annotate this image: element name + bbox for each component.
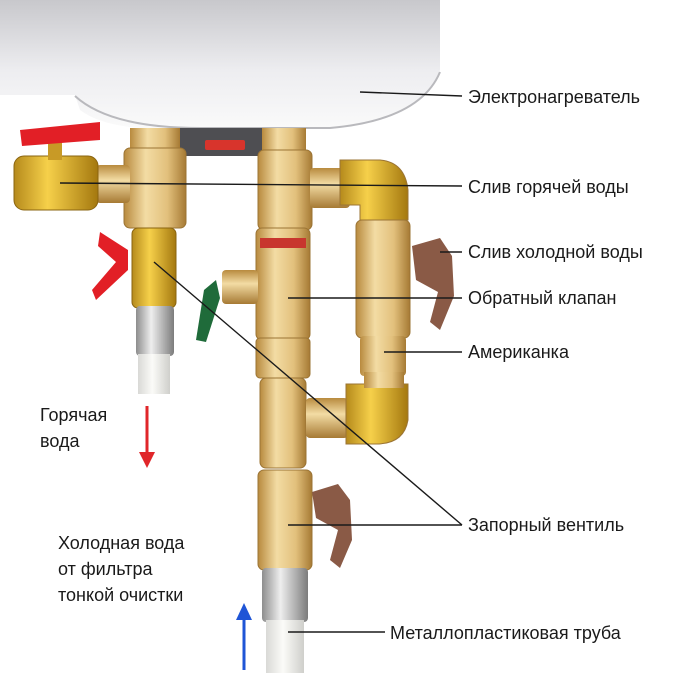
leader-shutoff-left	[153, 261, 463, 526]
leader-heater	[359, 91, 463, 97]
leader-lines	[59, 91, 463, 633]
cold-water-arrow	[236, 603, 252, 670]
leader-hot-drain	[59, 182, 463, 187]
label-pipe: Металлопластиковая труба	[390, 623, 621, 643]
cold-water-line-1: Холодная вода	[58, 533, 185, 553]
hot-water-line-1: Горячая	[40, 405, 108, 425]
label-check-valve: Обратный клапан	[468, 288, 617, 308]
label-union: Американка	[468, 342, 569, 362]
hot-water-text: Горячая вода	[40, 402, 107, 454]
hot-water-branch	[13, 122, 187, 394]
hot-water-arrow	[139, 406, 155, 468]
cold-water-line-2: от фильтра	[58, 559, 153, 579]
label-cold-drain: Слив холодной воды	[468, 242, 643, 262]
cold-drain-branch	[345, 219, 454, 445]
cold-water-line-3: тонкой очистки	[58, 585, 184, 605]
cold-water-text: Холодная вода от фильтра тонкой очистки	[58, 530, 184, 608]
hot-water-line-2: вода	[40, 431, 80, 451]
label-shutoff-valve: Запорный вентиль	[468, 515, 625, 535]
label-hot-drain: Слив горячей воды	[468, 177, 629, 197]
center-tee-assembly	[196, 128, 409, 673]
label-heater: Электронагреватель	[468, 87, 641, 107]
